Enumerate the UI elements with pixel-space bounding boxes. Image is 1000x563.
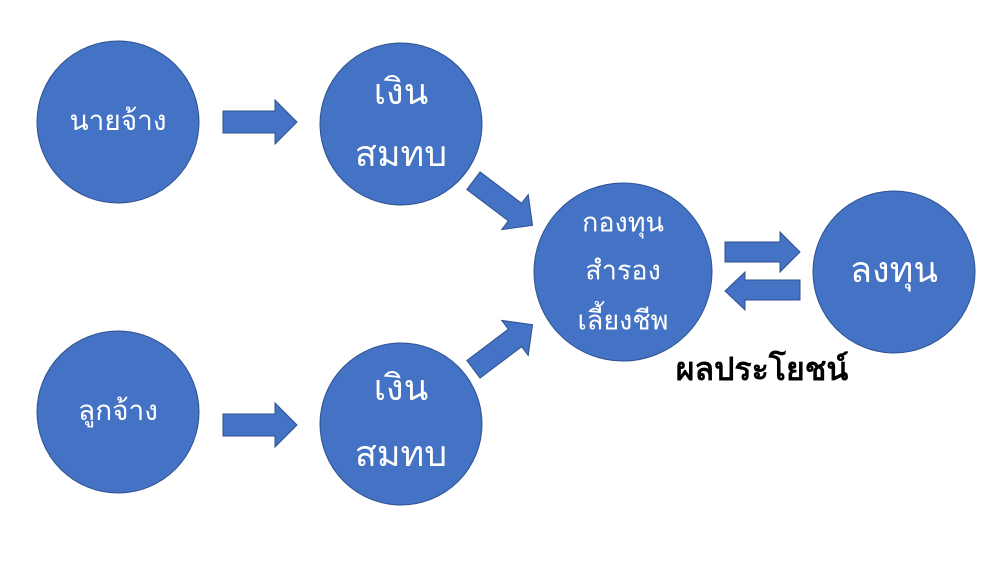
node-employer: นายจ้าง bbox=[36, 40, 200, 204]
arrow-contribution-to-fund-bottom bbox=[459, 306, 547, 388]
node-fund-line3: เลี้ยงชีพ bbox=[578, 301, 669, 337]
node-contribution-employee-line1: เงิน bbox=[374, 368, 429, 409]
node-contribution-employee-line2: สมทบ bbox=[355, 434, 447, 475]
node-fund-line2: สำรอง bbox=[585, 256, 661, 287]
node-contribution-employer-line1: เงิน bbox=[374, 72, 429, 113]
node-contribution-employee: เงิน สมทบ bbox=[319, 342, 483, 506]
node-contribution-employer: เงิน สมทบ bbox=[319, 42, 483, 206]
arrow-employee-to-contribution bbox=[222, 402, 298, 448]
arrow-contribution-to-fund-top bbox=[459, 162, 547, 244]
node-contribution-employer-line2: สมทบ bbox=[355, 134, 447, 175]
arrow-fund-to-invest bbox=[724, 230, 801, 274]
arrow-employer-to-contribution bbox=[222, 99, 298, 145]
node-employee-label: ลูกจ้าง bbox=[78, 394, 158, 428]
node-provident-fund: กองทุน สำรอง เลี้ยงชีพ bbox=[533, 182, 713, 362]
arrow-invest-to-fund bbox=[724, 270, 801, 312]
node-employee: ลูกจ้าง bbox=[36, 330, 200, 494]
node-employer-label: นายจ้าง bbox=[69, 104, 166, 137]
returns-label: ผลประโยชน์ bbox=[676, 350, 849, 388]
node-fund-line1: กองทุน bbox=[582, 208, 664, 240]
node-invest: ลงทุน bbox=[812, 190, 976, 354]
node-invest-label: ลงทุน bbox=[850, 250, 938, 292]
